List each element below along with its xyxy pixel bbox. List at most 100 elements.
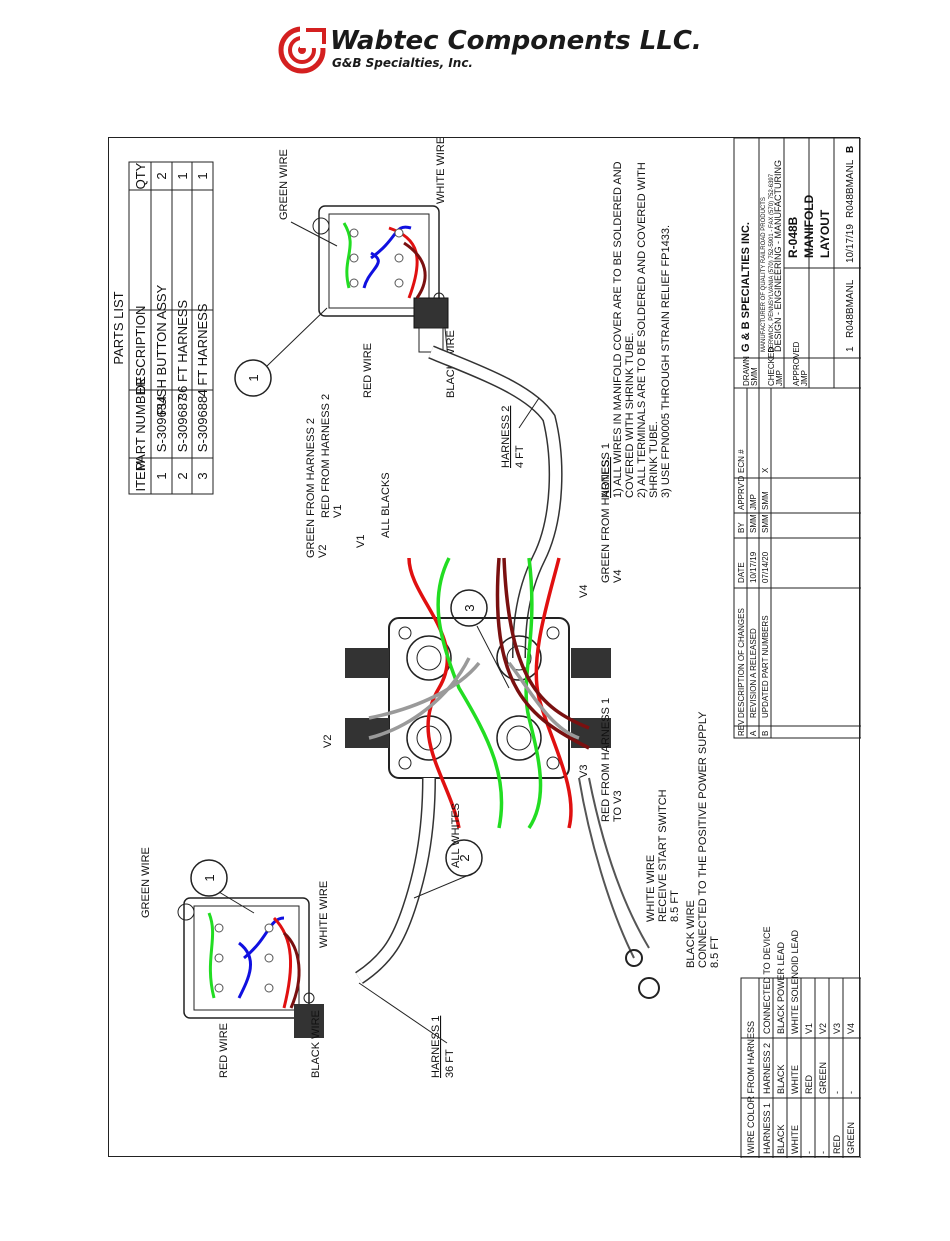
notes: NOTES: 1) ALL WIRES IN MANIFOLD COVER AR… — [600, 161, 672, 498]
company-subsidiary: G&B Specialties, Inc. — [332, 56, 473, 70]
label-len-85-a: 8.5 FT — [669, 890, 681, 922]
label-all-blacks: ALL BLACKS — [380, 472, 392, 538]
rev-cell: JMP — [749, 494, 758, 510]
wire-table-header-h1: HARNESS 1 — [762, 1103, 772, 1154]
rev-header-by: BY — [737, 522, 746, 533]
label-red-from-h2: RED FROM HARNESS 2 — [320, 394, 332, 518]
callout-3-text: 3 — [462, 604, 477, 611]
rev-header-rev: REV — [737, 719, 746, 736]
revision-table: REV DESCRIPTION OF CHANGES DATE BY APPRV… — [733, 387, 861, 739]
drawing-title-1: R-048B — [786, 216, 800, 258]
company-logo: Wabtec Components LLC. G&B Specialties, … — [278, 26, 702, 76]
checked-label: CHECKED — [767, 347, 776, 386]
wire-table-cell: V4 — [846, 1023, 856, 1034]
title-date: 10/17/19 — [845, 224, 856, 263]
callout-2 — [445, 839, 483, 877]
parts-row2-item: 2 — [175, 472, 190, 479]
parts-row3-qty: 1 — [195, 172, 210, 179]
drawn-by: SMM — [750, 367, 759, 386]
label-white-wire-bottom: WHITE WIRE — [318, 881, 330, 948]
label-all-whites: ALL WHITES — [450, 803, 462, 868]
drawing-sheet: PARTS LIST ITEM PART NUMBER DESCRIPTION … — [108, 137, 861, 1158]
label-red-from-h2-v1: V1 — [332, 505, 344, 518]
wire-table-header-device: CONNECTED TO DEVICE — [762, 926, 772, 1034]
notes-line-5: 3) USE FPN0005 THROUGH STRAIN RELIEF FP1… — [660, 225, 672, 498]
drawn-label: DRAWN — [742, 356, 751, 386]
label-red-from-h1: RED FROM HARNESS 1 — [600, 698, 612, 822]
parts-row3-part: S-309688 — [195, 396, 210, 452]
parts-row1-item: 1 — [154, 472, 169, 479]
notes-title: NOTES: — [600, 457, 612, 498]
push-button-box-harness2 — [312, 205, 449, 353]
wire-table-cell: - — [846, 1091, 856, 1094]
wabtec-logo-icon — [278, 26, 328, 74]
parts-list: PARTS LIST ITEM PART NUMBER DESCRIPTION … — [111, 161, 214, 495]
callout-1-top-text: 1 — [246, 374, 261, 381]
wire-table-cell: WHITE SOLENOID LEAD — [790, 929, 800, 1034]
wire-table-cell: V1 — [804, 1023, 814, 1034]
wire-table-cell: RED — [804, 1074, 814, 1094]
rev-cell: REVISION A RELEASED — [749, 628, 758, 718]
rev-header-date: DATE — [737, 562, 746, 583]
title-tagline: MANUFACTURER OF QUALITY RAILROAD PRODUCT… — [761, 197, 767, 352]
label-v3: V3 — [578, 765, 590, 778]
parts-header-item: ITEM — [133, 460, 148, 491]
rev-cell: UPDATED PART NUMBERS — [761, 615, 770, 718]
approved-by: JMP — [800, 370, 809, 386]
label-black-wire-bottom: BLACK WIRE — [310, 1010, 322, 1078]
label-green-from-h2-v2: V2 — [317, 545, 329, 558]
checked-by: JMP — [775, 370, 784, 386]
label-red-from-h1-v3: TO V3 — [612, 790, 624, 822]
wire-table-cell: V2 — [818, 1023, 828, 1034]
label-receive-start: RECEIVE START SWITCH — [657, 789, 669, 922]
rev-header-desc: DESCRIPTION OF CHANGES — [737, 608, 746, 718]
rev-cell: A — [749, 730, 758, 736]
notes-line-3: 2) ALL TERMINALS ARE TO BE SOLDERED AND … — [636, 162, 648, 498]
manifold-layout-drawing: PARTS LIST ITEM PART NUMBER DESCRIPTION … — [111, 138, 861, 1158]
rev-cell: B — [761, 731, 770, 736]
wire-table-top-header: WIRE COLOR FROM HARNESS — [746, 1021, 756, 1154]
callout-1-bottom — [190, 859, 228, 897]
label-v1: V1 — [355, 535, 367, 548]
wire-table-cell: BLACK — [776, 1124, 786, 1154]
dwg-number: R048BMANL — [845, 279, 856, 338]
notes-line-2: COVERED WITH SHRINK TUBE. — [624, 333, 636, 498]
label-black-wire-pigtail: BLACK WIRE — [685, 900, 697, 968]
label-v2: V2 — [322, 735, 334, 748]
label-harness2-length: 4 FT — [514, 445, 526, 468]
parts-row2-part: S-309687 — [175, 396, 190, 452]
parts-row1-part: S-309634 — [154, 396, 169, 452]
notes-line-1: 1) ALL WIRES IN MANIFOLD COVER ARE TO BE… — [612, 161, 624, 498]
wire-table-cell: V3 — [832, 1023, 842, 1034]
label-green-wire-top: GREEN WIRE — [278, 149, 290, 220]
label-green-from-h1: GREEN FROM HARNESS 1 — [600, 443, 612, 583]
label-harness2: HARNESS 2 — [500, 406, 512, 468]
parts-header-qty: QTY — [133, 162, 148, 189]
notes-line-4: SHRINK TUBE. — [648, 421, 660, 498]
rev-header-apprvd: APPRV'D — [737, 475, 746, 510]
wire-table-cell: - — [832, 1091, 842, 1094]
drawing-title-3: LAYOUT — [818, 209, 832, 258]
wire-table-cell: - — [804, 1151, 814, 1154]
title-block: DRAWN SMM CHECKED JMP APPROVED JMP G & B… — [733, 138, 861, 389]
company-name: Wabtec Components LLC. — [330, 26, 702, 56]
label-len-85-b: 8.5 FT — [709, 936, 721, 968]
rev-cell: SMM — [761, 514, 770, 533]
parts-row1-qty: 2 — [154, 172, 169, 179]
part-number: R048BMANL — [845, 159, 856, 218]
title-address: BERWICK, PENNSYLVANIA (570) 752-5901 - F… — [769, 173, 775, 352]
wire-table-cell: - — [818, 1151, 828, 1154]
wire-table-cell: BLACK POWER LEAD — [776, 941, 786, 1034]
label-red-wire-top: RED WIRE — [362, 343, 374, 398]
wire-color-table: WIRE COLOR FROM HARNESS HARNESS 1 HARNES… — [740, 926, 861, 1158]
title-dept: DESIGN - ENGINEERING - MANUFACTURING — [773, 160, 783, 352]
wire-table-cell: WHITE — [790, 1065, 800, 1094]
wire-table-cell: BLACK — [776, 1064, 786, 1094]
wire-table-cell: WHITE — [790, 1125, 800, 1154]
label-green-from-h2: GREEN FROM HARNESS 2 — [305, 418, 317, 558]
rev-cell: SMM — [749, 514, 758, 533]
label-connected-positive: CONNECTED TO THE POSITIVE POWER SUPPLY — [697, 711, 709, 968]
label-white-wire-pigtail: WHITE WIRE — [645, 855, 657, 922]
rev-header-ecn: ECN # — [737, 449, 746, 473]
rev-cell: SMM — [761, 491, 770, 510]
